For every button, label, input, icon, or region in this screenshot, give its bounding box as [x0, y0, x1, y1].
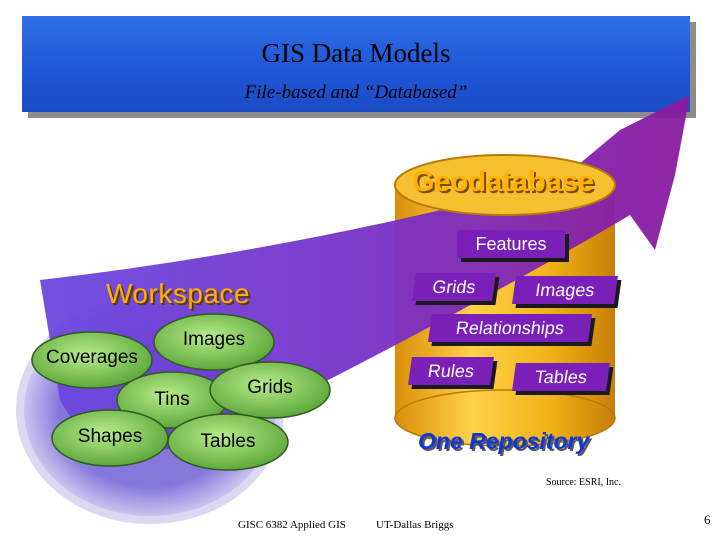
- gdb-item-relationships: Relationships: [428, 314, 592, 342]
- repository-caption: One Repository: [418, 428, 590, 454]
- workspace-label: Workspace: [106, 278, 251, 309]
- ws-item-grids: Grids: [247, 377, 293, 398]
- source-note: Source: ESRI, Inc.: [546, 477, 621, 488]
- footer-institution: UT-Dallas Briggs: [376, 519, 454, 531]
- oval-images: [153, 313, 275, 371]
- oval-coverages: [31, 331, 153, 389]
- gdb-item-grids: Grids: [412, 273, 496, 301]
- footer-course: GISC 6382 Applied GIS: [238, 519, 346, 531]
- ws-item-images: Images: [182, 329, 246, 350]
- oval-tables: [167, 413, 289, 471]
- gdb-item-images: Images: [512, 276, 618, 304]
- cylinder-top: [394, 154, 616, 216]
- oval-grids: [209, 361, 331, 419]
- ws-item-tins: Tins: [154, 389, 190, 410]
- cylinder-bottom: [394, 389, 616, 447]
- slide-subtitle: File-based and “Databased”: [244, 82, 468, 103]
- slide-title: GIS Data Models: [261, 38, 451, 68]
- page-number: 6: [704, 512, 711, 527]
- ws-item-tables: Tables: [200, 431, 256, 452]
- title-banner: GIS Data Models File-based and “Database…: [22, 16, 690, 112]
- gdb-item-features: Features: [457, 230, 565, 258]
- ws-item-shapes: Shapes: [77, 426, 143, 447]
- geodatabase-label: Geodatabase: [412, 166, 595, 198]
- ws-item-coverages: Coverages: [46, 347, 138, 368]
- gdb-item-rules: Rules: [408, 357, 494, 385]
- gdb-item-tables: Tables: [512, 363, 610, 391]
